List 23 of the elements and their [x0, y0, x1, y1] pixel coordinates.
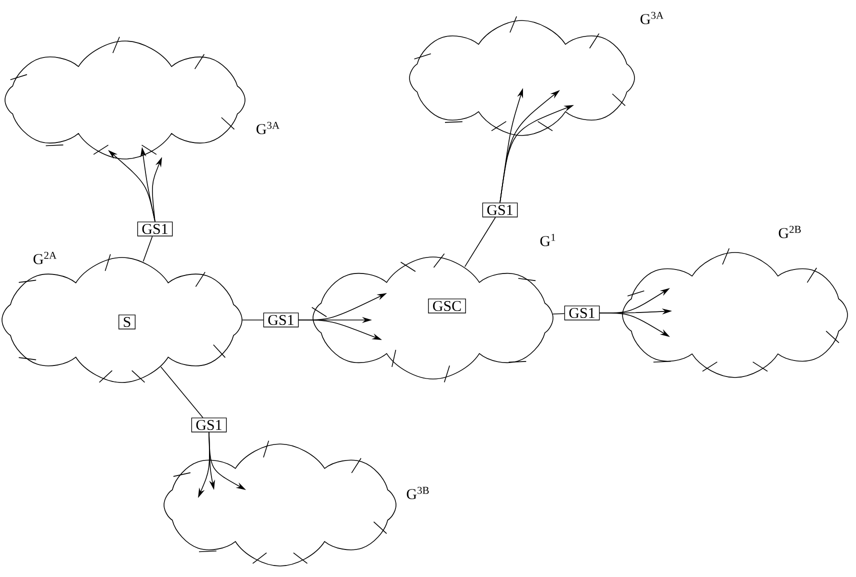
cloud-label: G$^{2B}$ — [778, 226, 801, 238]
cloud-label: G$^{3A}$ — [640, 12, 664, 24]
cloud-shape — [164, 440, 396, 566]
label-box: GS1 — [482, 202, 518, 218]
label-box: GS1 — [564, 306, 600, 320]
connector-line — [142, 236, 153, 262]
connector-line — [160, 366, 204, 418]
label-box: GS1 — [263, 312, 299, 328]
cloud-shape — [2, 254, 242, 383]
connector-line — [552, 313, 565, 314]
connector-line — [464, 216, 496, 268]
cloud-label: G$^{3B}$ — [406, 486, 429, 500]
label-box: GSC — [428, 298, 466, 314]
cloud-label: G$^{2A}$ — [34, 252, 56, 264]
label-box: GS1 — [137, 222, 173, 236]
cloud-shape — [4, 36, 246, 160]
cloud-shape — [311, 253, 554, 383]
cloud-label: G$^{3A}$ — [256, 122, 280, 134]
cloud-shape — [409, 16, 635, 136]
label-box: S — [118, 314, 136, 330]
label-box: GS1 — [191, 418, 227, 432]
cloud-label: G$^{1}$ — [540, 234, 556, 246]
cloud-shape — [622, 248, 848, 378]
